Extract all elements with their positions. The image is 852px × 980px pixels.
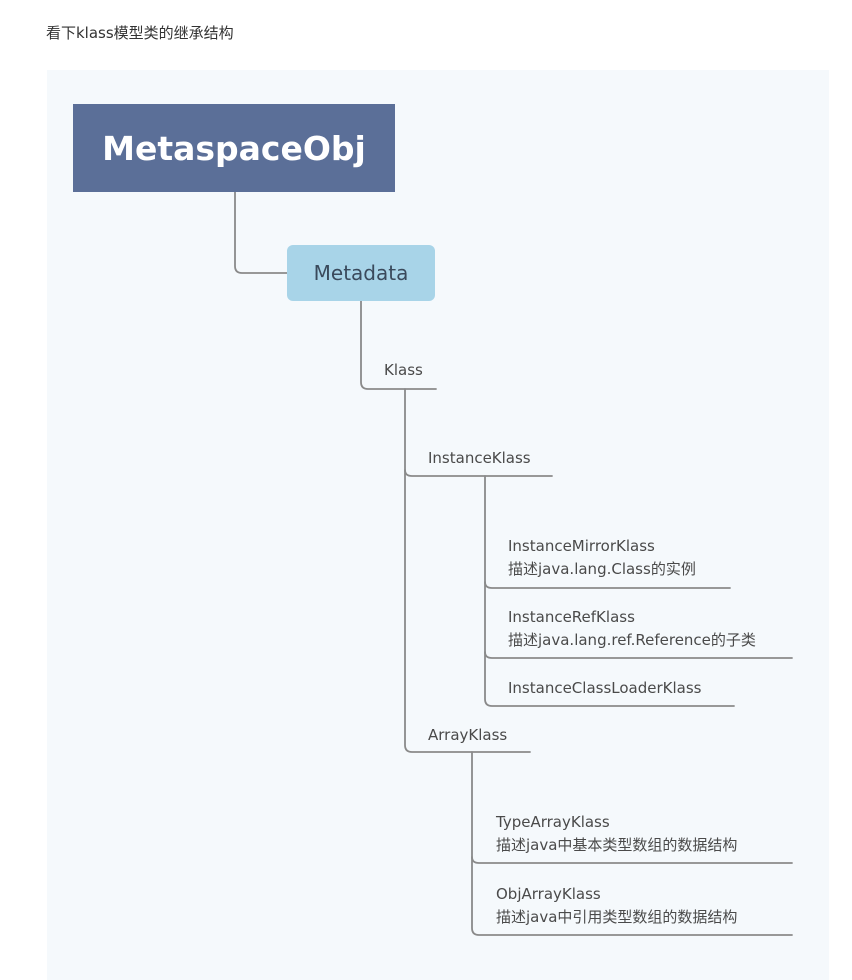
connector-instancerefklass: [484, 651, 793, 659]
connector-metadata-klass: [360, 300, 437, 390]
node-objarrayklass: ObjArrayKlass 描述java中引用类型数组的数据结构: [496, 883, 737, 929]
node-instancemirrorklass: InstanceMirrorKlass 描述java.lang.Class的实例: [508, 535, 696, 581]
connector-instancemirrorklass: [484, 581, 731, 589]
connector-instanceklass-trunk: [484, 475, 735, 707]
connector-arrayklass-trunk: [471, 751, 793, 936]
node-typearrayklass-name: TypeArrayKlass: [496, 813, 610, 831]
node-klass: Klass: [384, 361, 423, 379]
node-instancerefklass-name: InstanceRefKlass: [508, 608, 635, 626]
connector-root-metadata: [234, 191, 288, 274]
node-metadata: Metadata: [287, 245, 435, 301]
node-arrayklass: ArrayKlass: [428, 726, 508, 744]
node-instanceklass: InstanceKlass: [428, 449, 531, 467]
connector-klass-instanceklass: [404, 469, 553, 477]
node-objarrayklass-desc: 描述java中引用类型数组的数据结构: [496, 908, 738, 926]
node-instancerefklass: InstanceRefKlass 描述java.lang.ref.Referen…: [508, 606, 756, 652]
node-instancerefklass-desc: 描述java.lang.ref.Reference的子类: [508, 631, 756, 649]
node-instancemirrorklass-name: InstanceMirrorKlass: [508, 537, 655, 555]
node-instanceclassloaderklass: InstanceClassLoaderKlass: [508, 679, 702, 697]
node-typearrayklass-desc: 描述java中基本类型数组的数据结构: [496, 836, 738, 854]
node-typearrayklass: TypeArrayKlass 描述java中基本类型数组的数据结构: [496, 811, 737, 857]
connector-typearrayklass: [471, 856, 793, 864]
node-objarrayklass-name: ObjArrayKlass: [496, 885, 601, 903]
diagram-canvas: [47, 70, 829, 980]
node-metaspaceobj: MetaspaceObj: [73, 104, 395, 192]
page-heading: 看下klass模型类的继承结构: [46, 24, 234, 42]
node-instancemirrorklass-desc: 描述java.lang.Class的实例: [508, 560, 696, 578]
connector-klass-trunk: [404, 388, 531, 753]
